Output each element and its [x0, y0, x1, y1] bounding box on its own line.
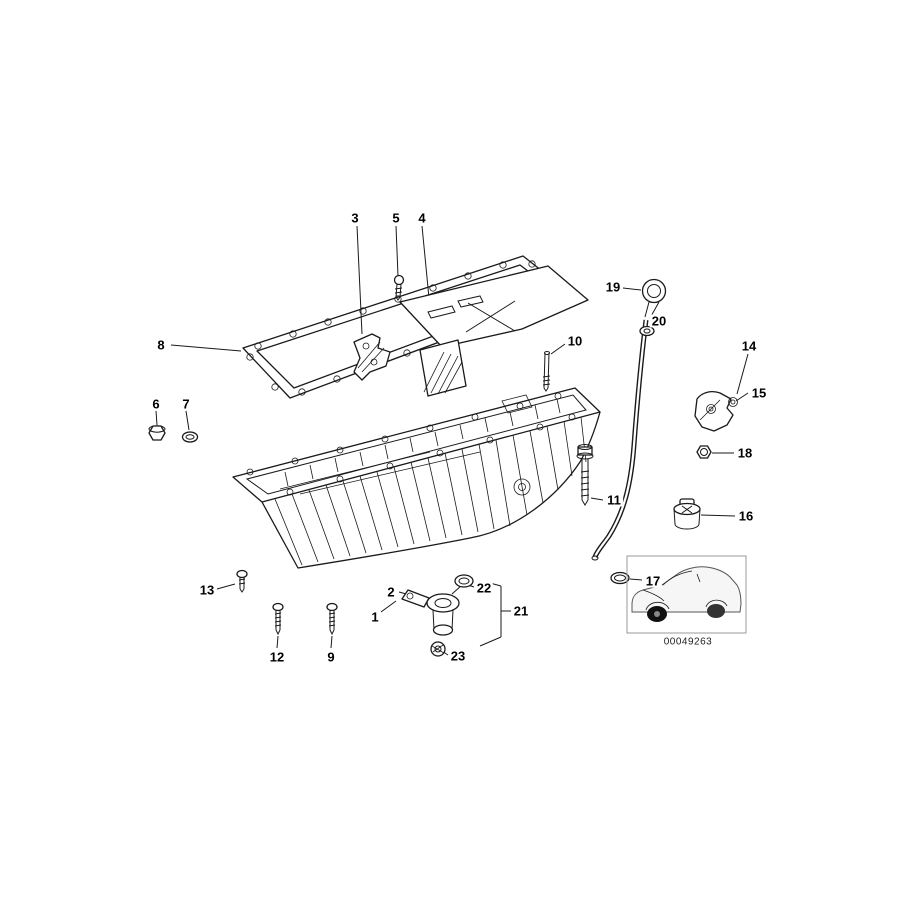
- bolt-11-drawing: [576, 444, 594, 506]
- nut-18-drawing: [696, 445, 712, 459]
- callout-4: 4: [416, 210, 428, 226]
- callout-19: 19: [603, 279, 623, 295]
- oil-pan-drawing: [232, 387, 601, 569]
- callout-20: 20: [649, 313, 669, 329]
- callout-21: 21: [511, 603, 531, 619]
- washer-drawing: [181, 431, 199, 443]
- diagram-code: 00049263: [663, 636, 713, 648]
- stud-10-drawing: [542, 351, 551, 392]
- callout-11: 11: [605, 492, 623, 508]
- car-thumbnail: [626, 555, 747, 634]
- drain-plug-drawing: [148, 425, 166, 441]
- callout-14: 14: [739, 338, 759, 354]
- sensor-16-drawing: [673, 498, 701, 530]
- bolt-13-drawing: [236, 569, 248, 593]
- callout-5: 5: [390, 210, 402, 226]
- callout-23: 23: [448, 648, 468, 664]
- callout-13: 13: [197, 582, 217, 598]
- callout-3: 3: [349, 210, 361, 226]
- callout-10: 10: [565, 333, 585, 349]
- bracket-drawing: [353, 333, 391, 381]
- callout-8: 8: [155, 337, 167, 353]
- callout-1: 1: [369, 609, 381, 625]
- baffle-plate-drawing: [399, 265, 589, 397]
- callout-15: 15: [749, 385, 769, 401]
- callout-18: 18: [735, 445, 755, 461]
- bolt-9-drawing: [326, 602, 338, 636]
- callout-22: 22: [474, 580, 494, 596]
- callout-6: 6: [150, 396, 162, 412]
- callout-12: 12: [267, 649, 287, 665]
- bolt-12-drawing: [272, 602, 284, 636]
- bracket-14-15-drawing: [694, 391, 738, 432]
- oil-level-sensor-drawing: [401, 574, 474, 657]
- o-ring-17-drawing: [610, 571, 630, 585]
- dipstick-drawing: [591, 278, 667, 561]
- callout-7: 7: [180, 396, 192, 412]
- callout-9: 9: [325, 649, 337, 665]
- callout-17: 17: [643, 573, 663, 589]
- dipstick-seal-20: [639, 325, 655, 337]
- screw-5-drawing: [393, 274, 405, 301]
- callout-16: 16: [736, 508, 756, 524]
- callout-2: 2: [385, 584, 397, 600]
